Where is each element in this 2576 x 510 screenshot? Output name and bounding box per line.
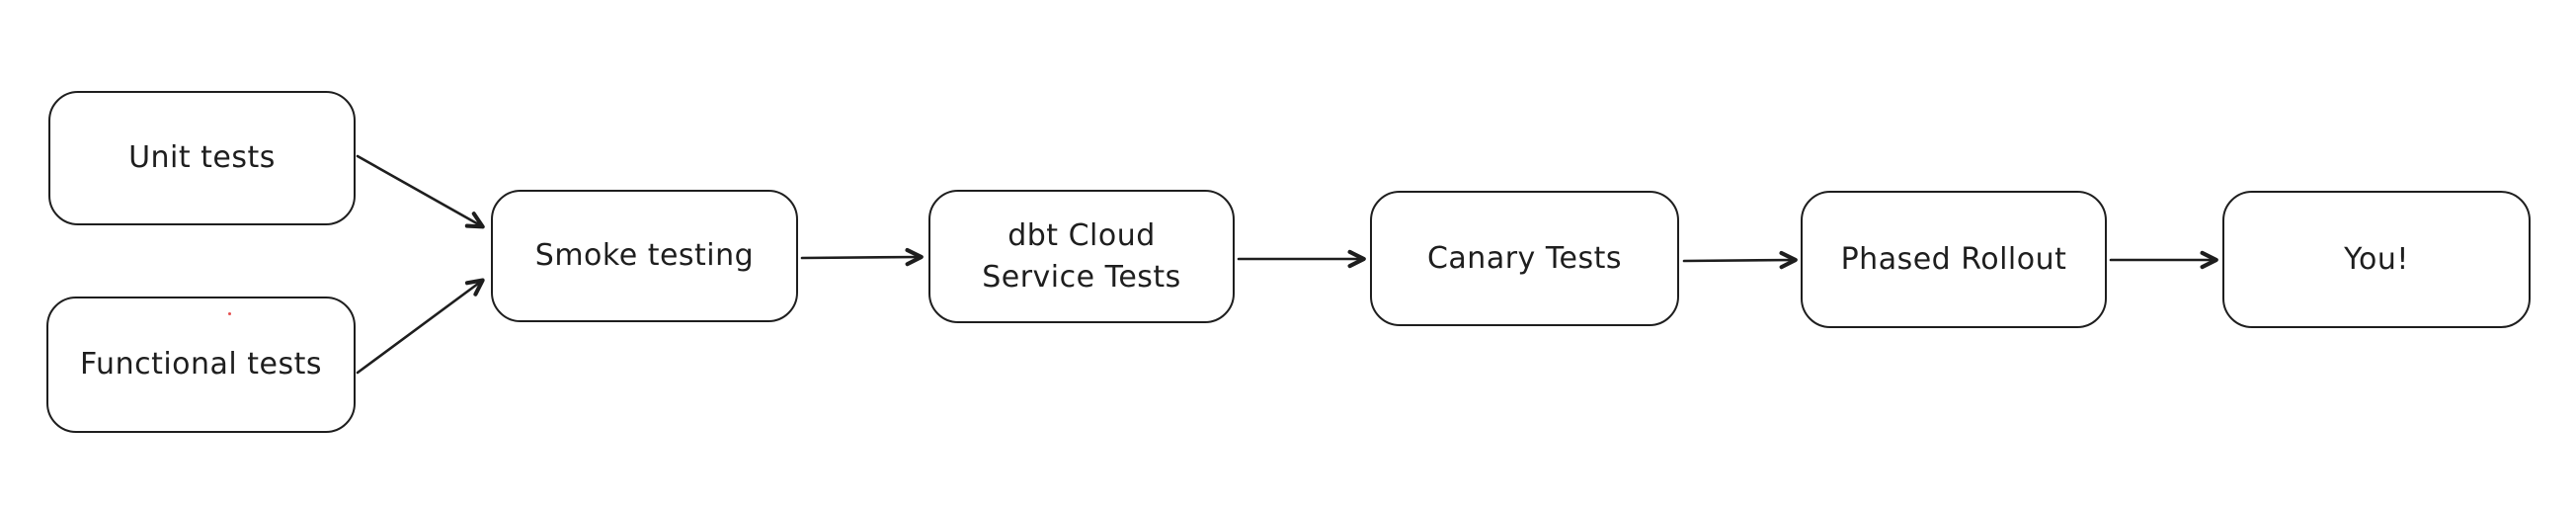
node-smoke-testing-label: Smoke testing [534, 238, 755, 273]
edge-smoke-testing-to-dbt-cloud-service-tests [800, 247, 924, 267]
node-dbt-cloud-service-tests: dbt Cloud Service Tests [928, 190, 1235, 323]
node-canary-tests: Canary Tests [1370, 191, 1679, 326]
node-phased-rollout: Phased Rollout [1801, 191, 2107, 328]
node-functional-tests-label: Functional tests [79, 347, 323, 382]
node-functional-tests: Functional tests [46, 297, 356, 433]
node-smoke-testing: Smoke testing [491, 190, 798, 322]
node-unit-tests: Unit tests [48, 91, 356, 225]
edge-functional-tests-to-smoke-testing [356, 278, 485, 375]
edge-canary-tests-to-phased-rollout [1682, 250, 1798, 270]
stray-red-dot [228, 312, 231, 315]
node-canary-tests-label: Canary Tests [1426, 240, 1623, 276]
node-unit-tests-label: Unit tests [128, 140, 276, 175]
node-you: You! [2222, 191, 2531, 328]
node-dbt-cloud-service-tests-label: dbt Cloud Service Tests [982, 217, 1181, 295]
node-you-label: You! [2344, 241, 2409, 277]
node-phased-rollout-label: Phased Rollout [1840, 241, 2067, 277]
edge-unit-tests-to-smoke-testing [356, 154, 485, 229]
